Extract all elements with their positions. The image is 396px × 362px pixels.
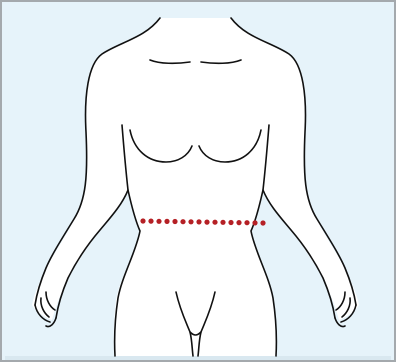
waist-dot (244, 220, 249, 225)
waist-dot (140, 218, 145, 223)
waist-dot (164, 219, 169, 224)
waist-dot (188, 219, 193, 224)
waist-dot (252, 220, 257, 225)
waist-dot (148, 219, 153, 224)
waist-dot (180, 219, 185, 224)
waist-dot (228, 220, 233, 225)
waist-dot (172, 219, 177, 224)
waist-dot (260, 220, 265, 225)
waist-dot (220, 220, 225, 225)
waist-dot (212, 220, 217, 225)
waist-dot (196, 219, 201, 224)
waist-dot (204, 220, 209, 225)
waist-dot (236, 220, 241, 225)
waist-dot (156, 219, 161, 224)
